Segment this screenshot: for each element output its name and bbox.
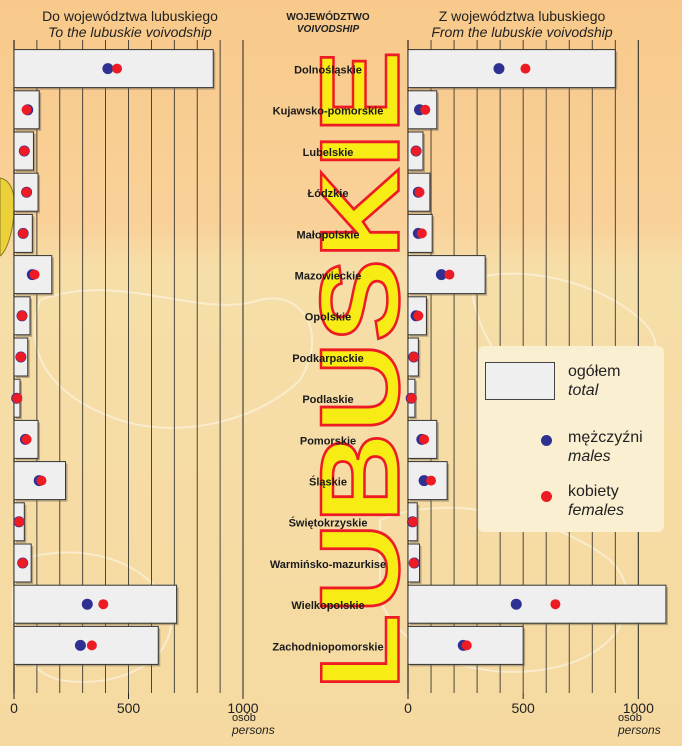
- legend-females-en: females: [568, 502, 625, 519]
- females-dot: [14, 516, 25, 527]
- females-dot: [21, 104, 32, 115]
- left-panel: 0 500 1000: [10, 40, 259, 716]
- category-label: Dolnośląskie: [294, 65, 362, 77]
- females-dot: [408, 558, 419, 568]
- females-dot: [36, 475, 47, 486]
- females-dot: [21, 187, 32, 198]
- category-label: Kujawsko-pomorskie: [273, 106, 384, 118]
- right-unit-pl: osób: [618, 712, 642, 724]
- left-panel-header: Do województwa lubuskiego To the lubuski…: [10, 8, 250, 40]
- category-label: Świętokrzyskie: [289, 517, 368, 530]
- females-dot: [416, 228, 427, 239]
- right-header-pl: Z województwa lubuskiego: [438, 8, 606, 24]
- category-column-header: WOJEWÓDZTWO VOIVODSHIP: [268, 12, 388, 36]
- left-unit-pl: osób: [232, 712, 256, 724]
- legend: ogółem total mężczyźni males kobiety fem…: [478, 346, 664, 532]
- females-dot: [29, 269, 40, 280]
- legend-males-en: males: [568, 448, 611, 465]
- right-panel-header: Z województwa lubuskiego From the lubusk…: [392, 8, 652, 40]
- right-header-en: From the lubuskie voivodship: [431, 24, 613, 40]
- total-bar: [13, 584, 178, 624]
- females-dot: [419, 434, 430, 445]
- center-title-lubuskie: LUBUSKIE: [298, 50, 423, 690]
- left-axis-unit: osób persons: [232, 712, 275, 736]
- females-dot: [17, 558, 28, 568]
- females-dot: [444, 269, 455, 280]
- category-label: Łódzkie: [308, 188, 349, 200]
- females-dot: [550, 599, 561, 610]
- legend-total-en: total: [568, 382, 599, 399]
- x-tick-label: 0: [10, 700, 18, 716]
- total-bar: [407, 625, 524, 665]
- legend-males-pl: mężczyźni: [568, 429, 643, 446]
- females-dot: [12, 393, 23, 404]
- total-bar: [13, 625, 159, 665]
- females-dot: [420, 104, 431, 115]
- females-dot: [461, 640, 472, 651]
- females-dot: [18, 228, 29, 239]
- x-tick-label: 0: [404, 700, 412, 716]
- legend-females-dot: [541, 491, 552, 502]
- females-dot: [520, 63, 531, 74]
- category-label: Zachodniopomorskie: [272, 641, 383, 653]
- category-header-pl: WOJEWÓDZTWO: [286, 12, 370, 23]
- x-tick-label: 500: [117, 700, 141, 716]
- females-dot: [408, 516, 419, 527]
- left-header-pl: Do województwa lubuskiego: [42, 8, 218, 24]
- males-dot: [74, 639, 86, 651]
- right-axis-unit: osób persons: [618, 712, 661, 736]
- category-header-en: VOIVODSHIP: [296, 24, 360, 35]
- males-dot: [102, 63, 114, 75]
- x-tick-label: 1000: [227, 700, 258, 716]
- legend-total-pl: ogółem: [568, 363, 621, 380]
- right-panel: 0 500 1000: [404, 40, 668, 716]
- x-tick-label: 1000: [623, 700, 654, 716]
- background-map-outline: [33, 289, 314, 429]
- legend-females-pl: kobiety: [568, 483, 619, 500]
- females-dot: [413, 310, 424, 321]
- males-dot: [81, 598, 93, 610]
- females-dot: [19, 146, 30, 156]
- category-label: Lubelskie: [303, 147, 354, 159]
- females-dot: [414, 187, 425, 198]
- females-dot: [426, 475, 437, 486]
- left-header-en: To the lubuskie voivodship: [48, 24, 212, 40]
- category-label: Podkarpackie: [292, 353, 364, 365]
- legend-total-swatch: [485, 362, 555, 400]
- females-dot: [112, 63, 123, 74]
- category-label: Mazowieckie: [295, 271, 362, 283]
- category-label: Warmińsko-mazurkise: [270, 559, 386, 571]
- left-unit-en: persons: [232, 723, 275, 737]
- x-tick-label: 500: [511, 700, 535, 716]
- category-label: Śląskie: [309, 476, 347, 489]
- category-label: Opolskie: [305, 312, 351, 324]
- females-dot: [15, 352, 26, 362]
- females-dot: [21, 434, 32, 445]
- females-dot: [411, 146, 422, 156]
- total-bar: [407, 49, 616, 89]
- total-bar: [407, 584, 667, 624]
- females-dot: [17, 310, 28, 321]
- males-dot: [435, 269, 447, 281]
- females-dot: [408, 352, 419, 362]
- category-label: Pomorskie: [300, 435, 356, 447]
- category-label: Podlaskie: [302, 394, 353, 406]
- females-dot: [98, 599, 109, 610]
- legend-males-dot: [541, 435, 552, 446]
- category-label: Małopolskie: [297, 229, 360, 241]
- females-dot: [86, 640, 97, 651]
- males-dot: [510, 598, 522, 610]
- females-dot: [406, 393, 417, 404]
- category-label: Wielkopolskie: [291, 600, 364, 612]
- males-dot: [493, 63, 505, 75]
- right-unit-en: persons: [618, 723, 661, 737]
